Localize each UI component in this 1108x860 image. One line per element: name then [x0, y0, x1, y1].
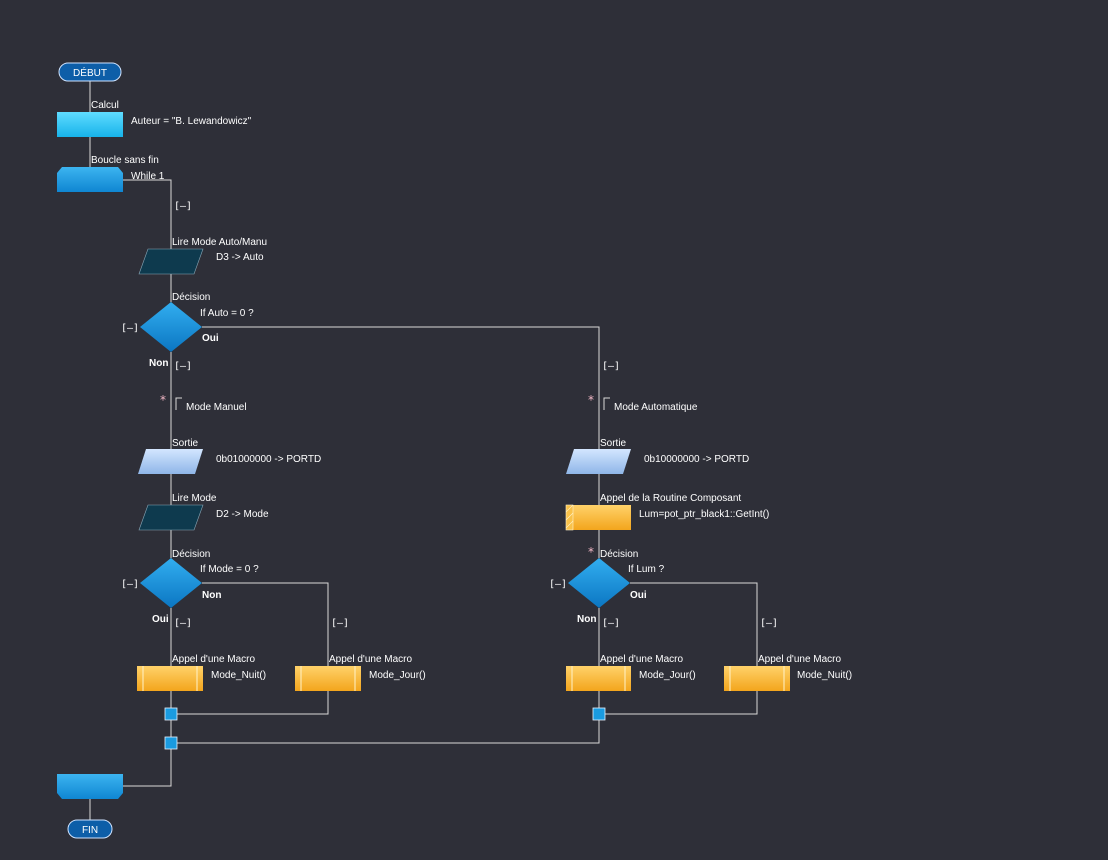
- left-output-text: 0b01000000 -> PORTD: [216, 454, 321, 465]
- right-branch-collapse-toggle[interactable]: [–]: [602, 361, 620, 372]
- left-macro-jour-block[interactable]: [295, 666, 361, 691]
- left-input-text: D2 -> Mode: [216, 509, 269, 520]
- right-component-title: Appel de la Routine Composant: [600, 493, 741, 504]
- right-macro-nuit-text: Mode_Nuit(): [797, 670, 852, 681]
- end-terminal[interactable]: FIN: [67, 819, 113, 839]
- decision-auto-collapse-toggle[interactable]: [–]: [121, 323, 139, 334]
- start-terminal[interactable]: DÉBUT: [58, 62, 122, 82]
- left-output-title: Sortie: [172, 438, 199, 449]
- loop-text: While 1: [131, 171, 165, 182]
- left-input-block[interactable]: [138, 504, 204, 531]
- input-mode-block[interactable]: [138, 248, 204, 275]
- decision-mode-yes-collapse-toggle[interactable]: [–]: [174, 618, 192, 629]
- right-output-text: 0b10000000 -> PORTD: [644, 454, 749, 465]
- right-merge-connector[interactable]: [592, 707, 606, 721]
- right-component-block[interactable]: [565, 504, 631, 531]
- right-output-block[interactable]: [566, 449, 631, 474]
- loop-end-block[interactable]: [57, 774, 123, 799]
- left-input-title: Lire Mode: [172, 493, 217, 504]
- decision-mode-text: If Mode = 0 ?: [200, 564, 259, 575]
- left-macro-jour-title: Appel d'une Macro: [329, 654, 413, 665]
- left-macro-nuit-title: Appel d'une Macro: [172, 654, 256, 665]
- right-output-title: Sortie: [600, 438, 627, 449]
- left-macro-jour-text: Mode_Jour(): [369, 670, 426, 681]
- decision-auto-diamond[interactable]: [140, 302, 202, 352]
- flow-lines: [89, 81, 758, 820]
- right-decision-star-icon: *: [588, 545, 594, 559]
- right-macro-nuit-block[interactable]: [724, 666, 790, 691]
- loop-title: Boucle sans fin: [91, 155, 159, 166]
- right-comment-star-icon: *: [588, 393, 594, 407]
- calc-block[interactable]: [57, 112, 123, 137]
- left-output-block[interactable]: [138, 449, 203, 474]
- decision-mode-collapse-toggle[interactable]: [–]: [121, 579, 139, 590]
- left-macro-nuit-text: Mode_Nuit(): [211, 670, 266, 681]
- decision-auto-title: Décision: [172, 292, 210, 303]
- input-mode-title: Lire Mode Auto/Manu: [172, 237, 267, 248]
- calc-text: Auteur = "B. Lewandowicz": [131, 116, 252, 127]
- decision-mode-title: Décision: [172, 549, 210, 560]
- decision-lum-yes-collapse-toggle[interactable]: [–]: [760, 618, 778, 629]
- left-merge-connector[interactable]: [164, 707, 178, 721]
- right-component-text: Lum=pot_ptr_black1::GetInt(): [639, 509, 769, 520]
- loop-start-block[interactable]: [57, 167, 123, 192]
- left-macro-nuit-block[interactable]: [137, 666, 203, 691]
- calc-title: Calcul: [91, 100, 119, 111]
- start-label: DÉBUT: [73, 66, 107, 79]
- decision-mode-no-collapse-toggle[interactable]: [–]: [331, 618, 349, 629]
- left-comment: Mode Manuel: [186, 402, 247, 413]
- right-comment: Mode Automatique: [614, 402, 698, 413]
- decision-lum-text: If Lum ?: [628, 564, 665, 575]
- decision-auto-text: If Auto = 0 ?: [200, 308, 254, 319]
- left-comment-star-icon: *: [160, 393, 166, 407]
- right-macro-jour-text: Mode_Jour(): [639, 670, 696, 681]
- right-macro-jour-block[interactable]: [566, 666, 631, 691]
- right-macro-nuit-title: Appel d'une Macro: [758, 654, 842, 665]
- right-macro-jour-title: Appel d'une Macro: [600, 654, 684, 665]
- decision-mode-yes-label: Oui: [152, 614, 169, 625]
- decision-lum-title: Décision: [600, 549, 638, 560]
- left-branch-collapse-toggle[interactable]: [–]: [174, 361, 192, 372]
- end-label: FIN: [82, 825, 98, 836]
- decision-lum-no-collapse-toggle[interactable]: [–]: [602, 618, 620, 629]
- decision-mode-no-label: Non: [202, 590, 221, 601]
- decision-lum-diamond[interactable]: [568, 558, 630, 608]
- input-mode-text: D3 -> Auto: [216, 252, 264, 263]
- decision-auto-no-label: Non: [149, 358, 168, 369]
- decision-mode-diamond[interactable]: [140, 558, 202, 608]
- decision-lum-no-label: Non: [577, 614, 596, 625]
- decision-auto-yes-label: Oui: [202, 333, 219, 344]
- decision-lum-collapse-toggle[interactable]: [–]: [549, 579, 567, 590]
- decision-lum-yes-label: Oui: [630, 590, 647, 601]
- main-merge-connector[interactable]: [164, 736, 178, 750]
- loop-collapse-toggle[interactable]: [–]: [174, 201, 192, 212]
